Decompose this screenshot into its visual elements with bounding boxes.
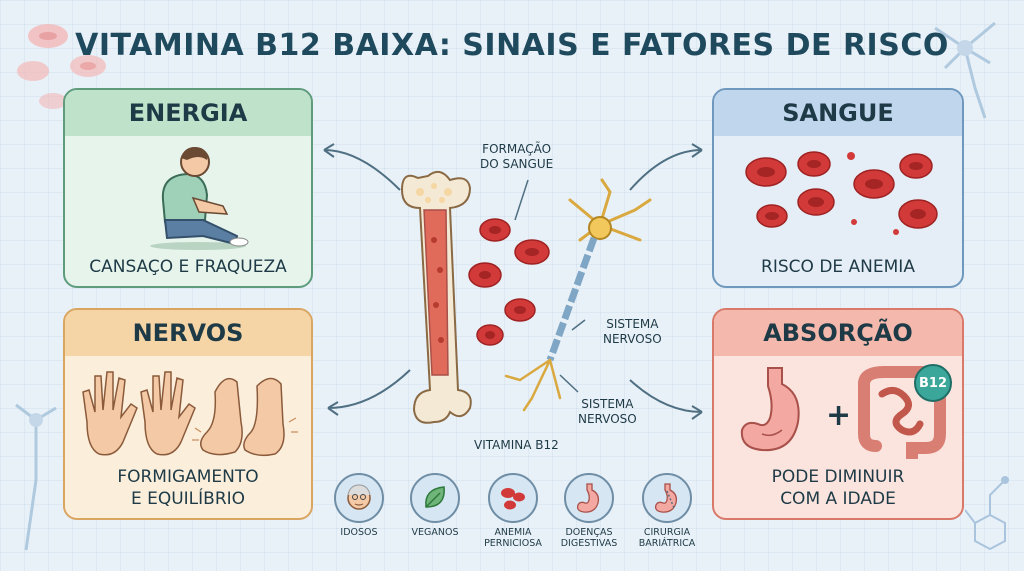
bone-icon [400,170,472,424]
arrow-to-sangue [629,149,703,191]
absorcao-caption-line1: PODE DIMINUIR [771,467,905,487]
arrow-to-nervos [327,369,411,409]
risk-label-line1: VEGANOS [411,527,459,538]
risk-label-line2: BARIÁTRICA [638,538,696,550]
nervos-caption-line1: FORMIGAMENTO [117,467,259,487]
risk-factor-anemia-perniciosa: ANEMIA PERNICIOSA [482,473,544,550]
neuron-decoration-left-icon [15,403,57,551]
molecule-decoration-icon [965,476,1009,551]
sistema1-line1: SISTEMA [606,317,659,331]
sistema-nervoso-label-2: SISTEMA NERVOSO [578,397,637,427]
nervos-panel: NERVOS FORMIGAMENTO E EQUILÍBRIO [63,308,313,520]
stomach-icon [740,367,800,452]
absorcao-caption: PODE DIMINUIR COM A IDADE [714,466,962,510]
absorcao-header: ABSORÇÃO [714,310,962,356]
risk-label: VEGANOS [404,527,466,538]
sistema2-line1: SISTEMA [581,397,634,411]
energia-header: ENERGIA [65,90,311,136]
formacao-line1: FORMAÇÃO [482,142,552,156]
sistema1-line2: NERVOSO [603,332,662,346]
risk-label-line2: PERNICIOSA [484,538,542,550]
nervos-header: NERVOS [65,310,311,356]
formacao-label: FORMAÇÃO DO SANGUE [480,142,553,172]
risk-label: IDOSOS [328,527,390,538]
risk-label-line1: ANEMIA [494,527,532,538]
neuron-icon [504,178,652,412]
sistema-nervoso-label-1: SISTEMA NERVOSO [603,317,662,347]
risk-factor-idosos: IDOSOS [328,473,390,538]
risk-label-line1: IDOSOS [340,527,378,538]
sangue-caption: RISCO DE ANEMIA [761,257,915,277]
risk-factor-cirurgia-bariatrica: CIRURGIA BARIÁTRICA [636,473,698,550]
risk-label: CIRURGIA BARIÁTRICA [636,527,698,550]
neuron-decoration-icon [934,21,996,119]
risk-label-line1: DOENÇAS [565,527,613,538]
risk-label-line1: CIRURGIA [643,527,691,538]
risk-label: DOENÇAS DIGESTIVAS [558,527,620,550]
elderly-face-icon [334,473,384,523]
sangue-header: SANGUE [714,90,962,136]
blood-cells-decoration-icon [17,24,106,109]
sistema2-line2: NERVOSO [578,412,637,426]
risk-label-line2: DIGESTIVAS [560,538,618,550]
stomach-surgery-icon [642,473,692,523]
plus-sign: + [826,398,852,433]
center-blood-cells-icon [468,218,550,346]
tired-person-icon [150,147,249,250]
nervos-caption: FORMIGAMENTO E EQUILÍBRIO [65,466,311,510]
b12-badge: B12 [914,364,952,402]
absorcao-caption-line2: COM A IDADE [780,489,896,510]
stomach-icon [564,473,614,523]
absorcao-panel: ABSORÇÃO + B12 PODE DIMINUIR COM A IDADE [712,308,964,520]
red-cells-icon [488,473,538,523]
vitamina-b12-label: VITAMINA B12 [474,438,559,452]
leaf-icon [410,473,460,523]
arrow-to-energia [323,149,401,191]
risk-label: ANEMIA PERNICIOSA [482,527,544,550]
center-illustration [323,143,703,424]
risk-factor-doencas-digestivas: DOENÇAS DIGESTIVAS [558,473,620,550]
arrow-to-absorcao [629,379,703,413]
page-title: VITAMINA B12 BAIXA: SINAIS E FATORES DE … [75,28,949,63]
risk-factor-veganos: VEGANOS [404,473,466,538]
energia-caption: CANSAÇO E FRAQUEZA [89,257,287,277]
nervos-caption-line2: E EQUILÍBRIO [130,489,246,510]
red-blood-cells-icon [745,151,938,235]
hands-feet-icon [82,371,298,457]
formacao-line2: DO SANGUE [480,157,554,171]
sangue-panel: SANGUE RISCO DE ANEMIA [712,88,964,288]
energia-panel: ENERGIA CANSAÇO E FRAQUEZA [63,88,313,288]
